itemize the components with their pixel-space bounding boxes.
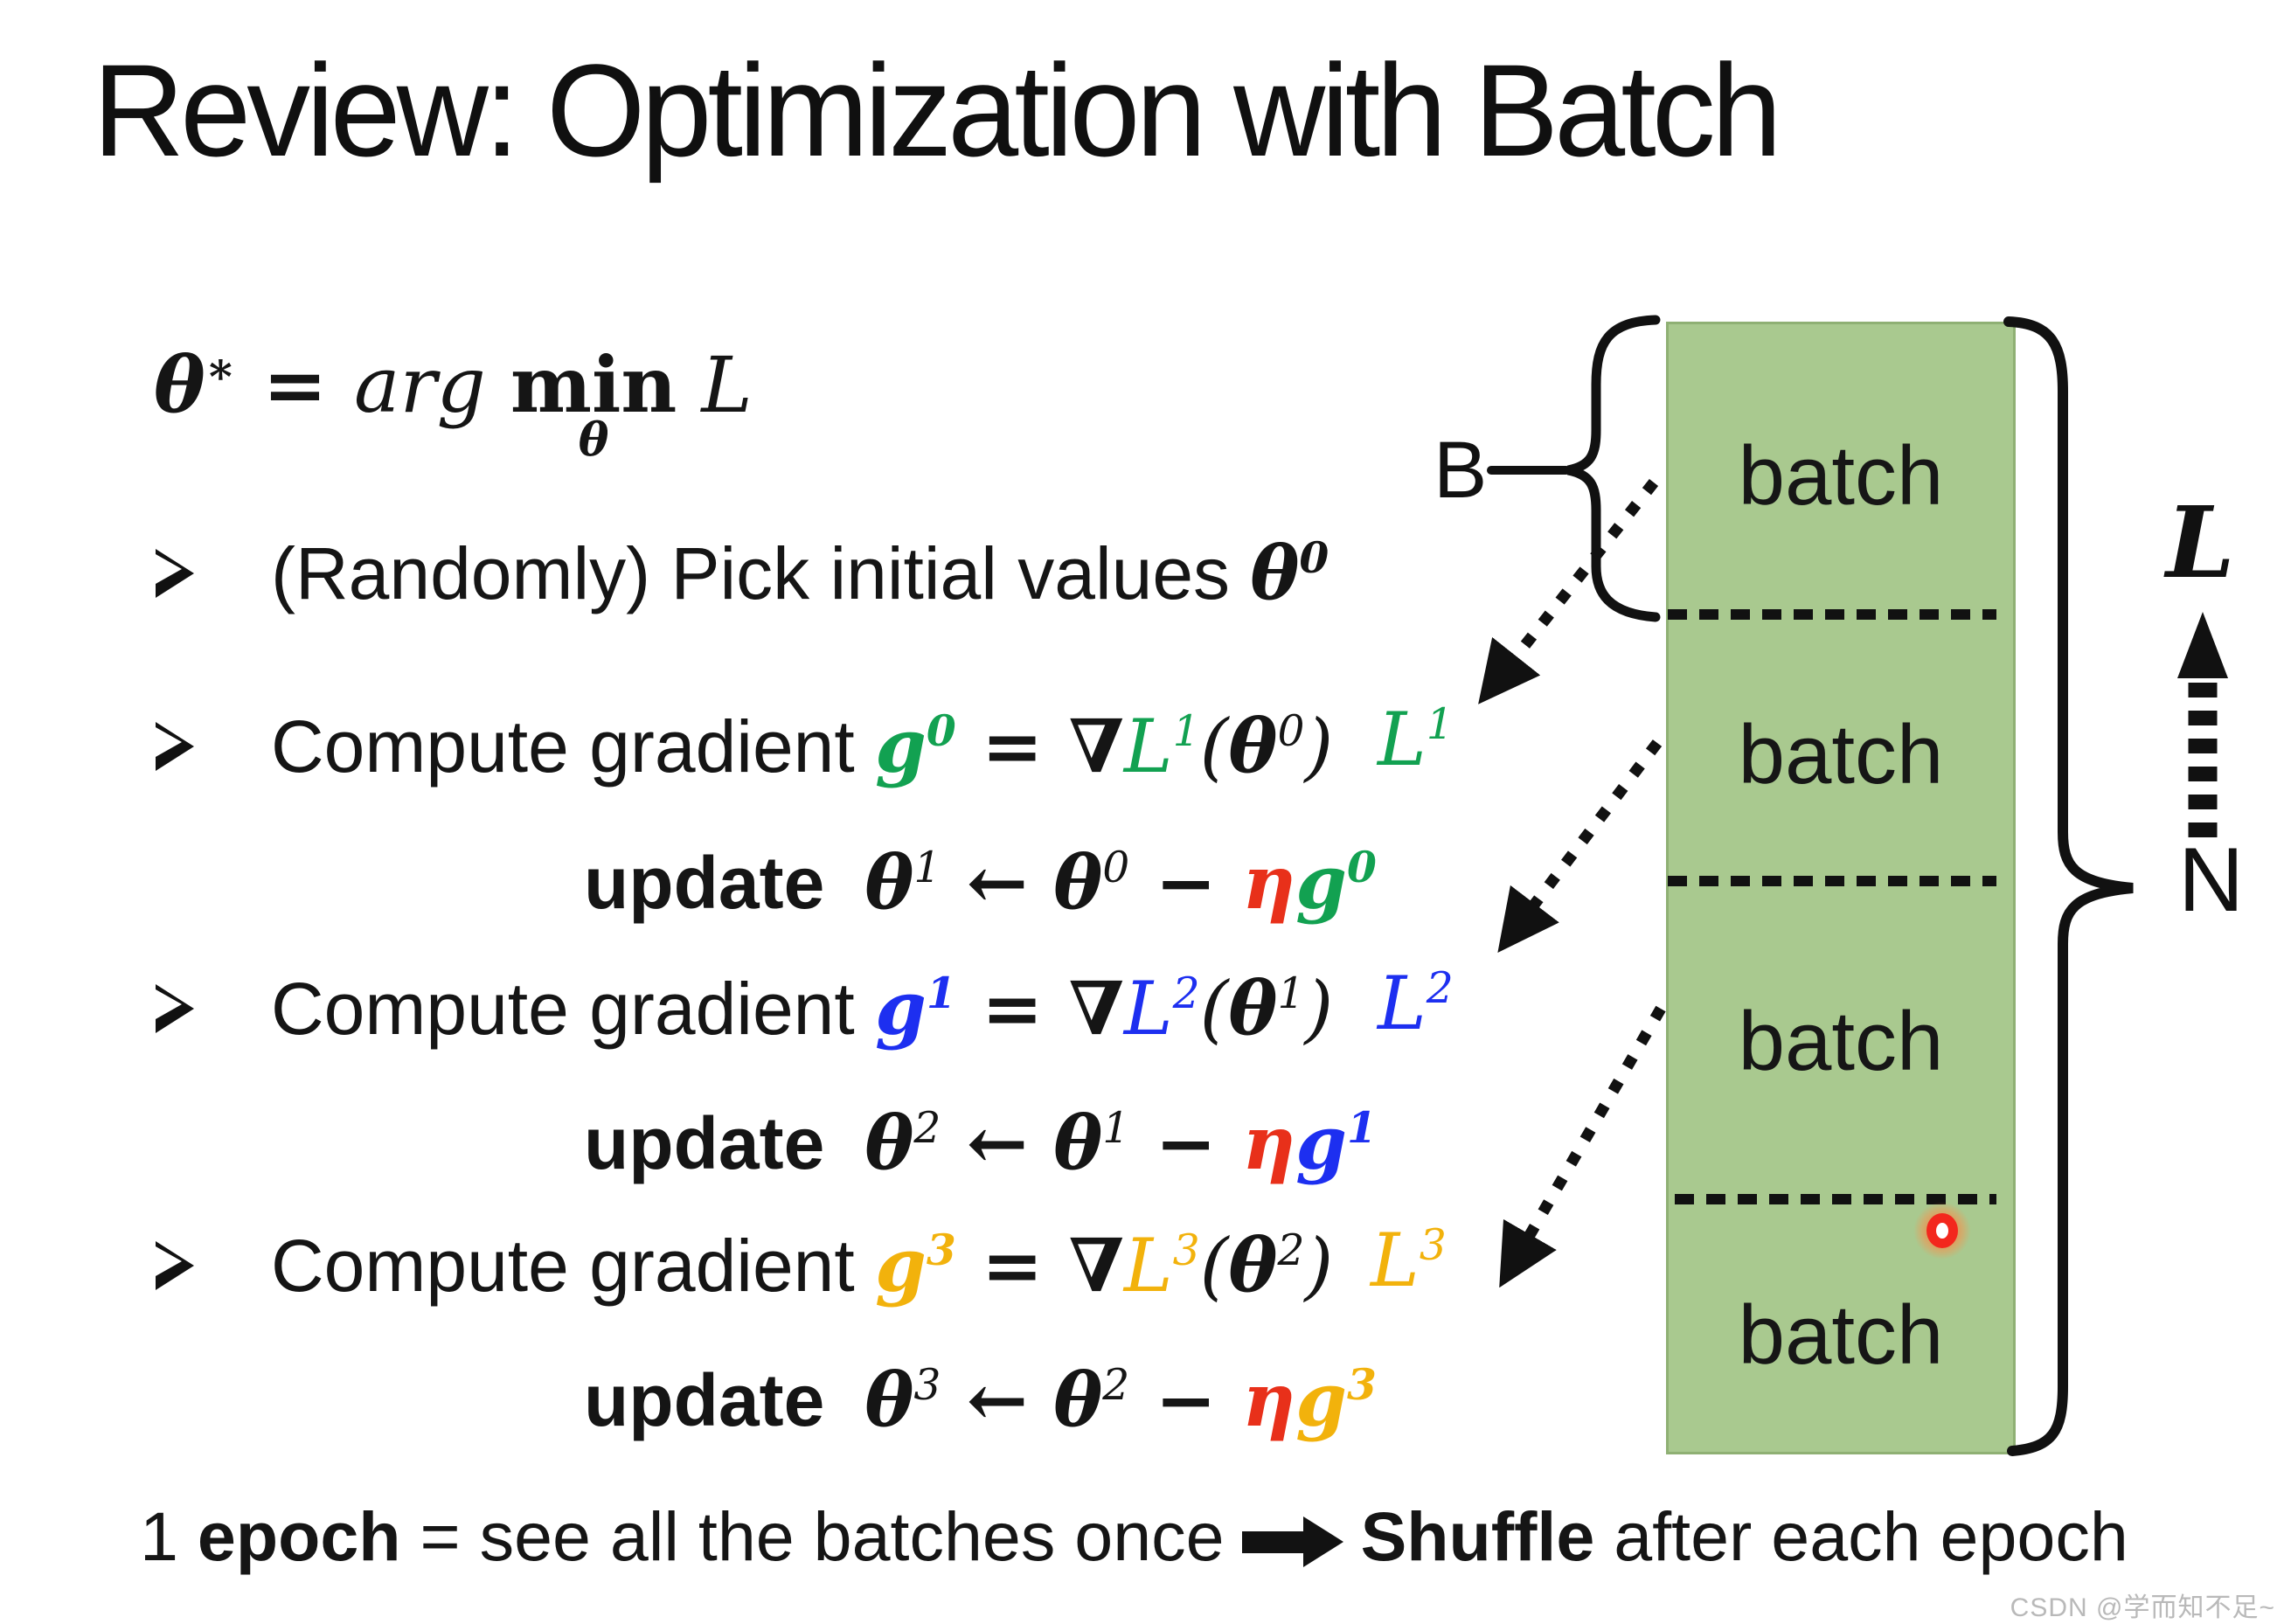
step-compute-gradient-0: Compute gradient g0 = ∇L1(θ0) [156, 704, 1333, 789]
dataset-rectangle [1666, 322, 2016, 1454]
bullet-arrow-icon [156, 984, 196, 1033]
right-arrow-icon [1241, 1516, 1343, 1567]
bullet-arrow-icon [156, 549, 196, 598]
bullet-arrow-icon [156, 1241, 196, 1290]
theta-star: θ∗ [154, 339, 236, 430]
step-compute-gradient-1: Compute gradient g1 = ∇L2(θ1) [156, 966, 1333, 1051]
bullet-arrow-icon [156, 722, 196, 771]
loss-symbol: L [677, 340, 753, 430]
equals-sign: = [235, 339, 354, 430]
arg-text: arg [353, 340, 510, 430]
loss-label-L2: L2 [1378, 961, 1454, 1046]
step-pick-initial-values: (Randomly) Pick initial values θ0 [156, 531, 1329, 616]
n-to-loss-arrow [2177, 612, 2228, 837]
laser-pointer-dot [1906, 1194, 1979, 1267]
epoch-note: 1 epoch = see all the batches once Shuff… [140, 1497, 2128, 1575]
arrow-to-L2 [1497, 739, 1663, 953]
batch-segment-label: batch [1738, 708, 1944, 802]
arrow-to-L1 [1478, 478, 1659, 704]
objective-formula: θ∗ = arg min θ L [154, 339, 753, 463]
loss-label-L1: L1 [1378, 697, 1454, 782]
min-operator: min θ [510, 339, 677, 467]
batch-segment-label: batch [1738, 995, 1944, 1088]
watermark: CSDN @学而知不足~ [2010, 1593, 2275, 1622]
loss-axis-label: L [2166, 486, 2235, 600]
batch-segment-label: batch [1738, 1288, 1944, 1382]
dataset-brace [2003, 316, 2134, 1456]
shuffle-bold: Shuffle [1360, 1497, 1595, 1575]
slide-title: Review: Optimization with Batch [93, 37, 1782, 184]
arrow-to-L3 [1499, 1005, 1666, 1288]
batch-to-loss-arrows [1478, 478, 1666, 1288]
dataset-size-label: N [2178, 829, 2245, 931]
batch-size-label: B [1434, 426, 1488, 515]
batch-size-brace [1487, 315, 1661, 622]
step-compute-gradient-3: Compute gradient g3 = ∇L3(θ2) [156, 1223, 1333, 1308]
batch-segment-label: batch [1738, 429, 1944, 523]
epoch-bold: epoch [197, 1497, 401, 1575]
loss-label-L3: L3 [1371, 1218, 1447, 1303]
